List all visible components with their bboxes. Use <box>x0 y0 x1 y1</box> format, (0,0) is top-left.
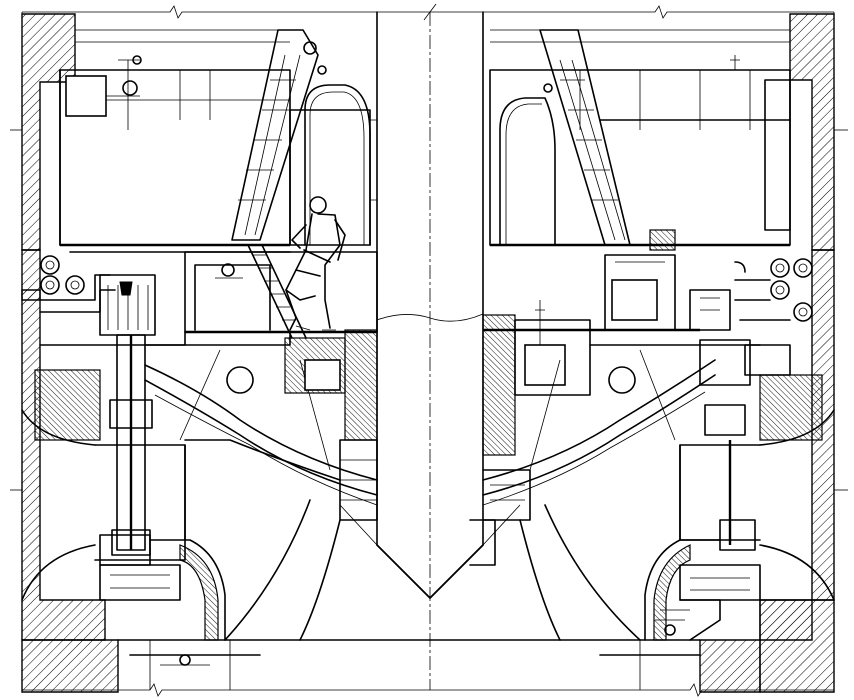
runner-hub-cone <box>339 504 521 599</box>
right-operating-floor <box>483 229 790 332</box>
pipe-coil-icon <box>39 255 116 313</box>
ladder-icon <box>247 244 307 339</box>
right-runner-and-draft-tube <box>429 444 701 690</box>
left-crane-girder <box>231 29 327 241</box>
right-crane-girder <box>539 29 631 246</box>
left-head-cover <box>144 329 378 521</box>
left-generator-housing <box>59 29 377 246</box>
left-runner-and-draft-tube <box>117 444 431 690</box>
break-lines <box>10 5 848 697</box>
central-shaft <box>376 3 484 690</box>
left-spiral-casing <box>21 331 226 641</box>
left-operating-floor <box>60 243 378 334</box>
left-concrete-wall <box>21 13 119 693</box>
worker-figure-icon <box>285 196 346 331</box>
pipe-coil-icon <box>734 258 813 322</box>
right-spiral-casing <box>644 344 835 641</box>
right-head-cover <box>469 300 761 566</box>
left-servomotor-column <box>99 274 156 556</box>
right-generator-housing <box>489 29 791 246</box>
